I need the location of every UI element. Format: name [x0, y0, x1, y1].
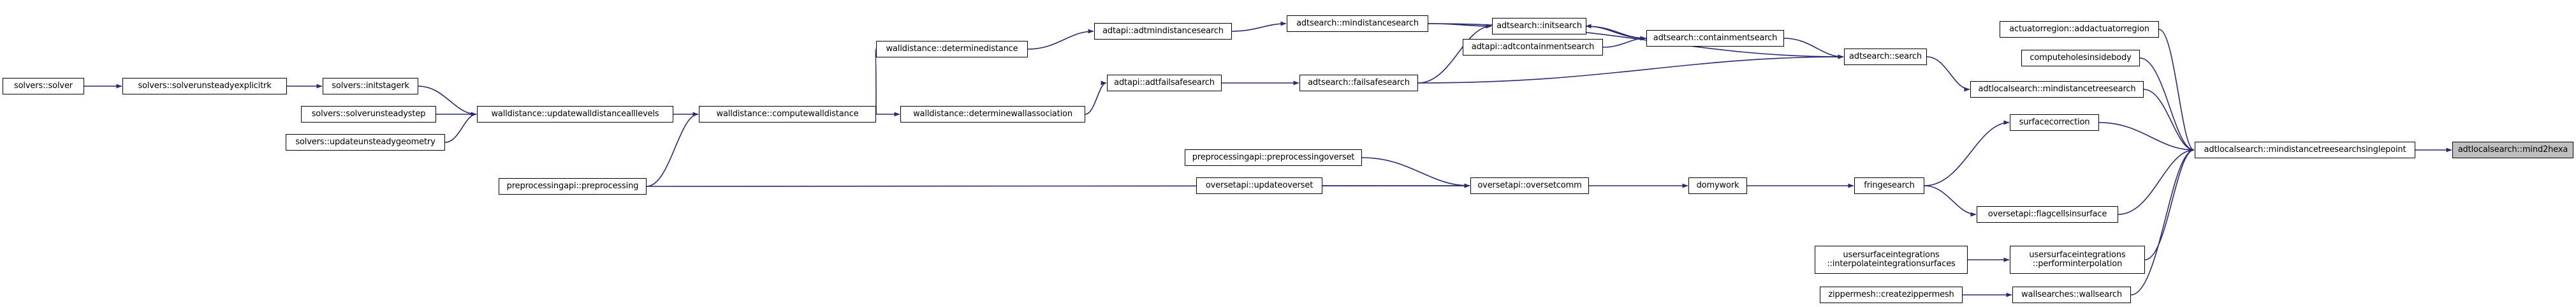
graph-node[interactable]: adtsearch::failsafesearch: [1299, 75, 1418, 91]
graph-edge: [2158, 29, 2195, 153]
graph-edge: [1585, 24, 1647, 39]
graph-edge: [2098, 122, 2195, 153]
graph-node[interactable]: solvers::solverunsteadyexplicitrk: [122, 78, 287, 94]
graph-node[interactable]: oversetapi::updateoverset: [1196, 177, 1322, 194]
graph-edge: [1783, 38, 1844, 59]
graph-node[interactable]: adtsearch::containmentsearch: [1646, 30, 1784, 47]
graph-edge: [1231, 21, 1287, 32]
graph-edge: [1926, 56, 1970, 92]
graph-edge: [418, 86, 477, 117]
graph-edge: [1924, 120, 2010, 186]
graph-node[interactable]: solvers::solverunsteadystep: [301, 106, 436, 123]
graph-node[interactable]: adtapi::adtmindistancesearch: [1094, 23, 1232, 40]
graph-node[interactable]: wallsearches::wallsearch: [2012, 287, 2131, 303]
graph-edge: [2144, 147, 2195, 260]
graph-edge: [875, 47, 881, 115]
graph-node[interactable]: preprocessingapi::preprocessing: [499, 178, 647, 195]
graph-edge: [444, 112, 477, 143]
graph-node[interactable]: adtapi::adtcontainmentsearch: [1463, 39, 1603, 56]
graph-node[interactable]: oversetapi::oversetcomm: [1470, 177, 1589, 194]
graph-node[interactable]: computeholesinsidebody: [2021, 50, 2140, 66]
graph-node[interactable]: solvers::updateunsteadygeometry: [286, 134, 445, 151]
graph-node[interactable]: adtsearch::initsearch: [1492, 18, 1586, 34]
graph-node[interactable]: usersurfaceintegrations ::performinterpo…: [2010, 246, 2145, 274]
graph-node[interactable]: fringesearch: [1854, 177, 1924, 194]
graph-edge: [1417, 54, 1844, 84]
graph-edge: [1924, 185, 1977, 217]
graph-node[interactable]: surfacecorrection: [2010, 114, 2099, 131]
graph-edge: [2143, 89, 2195, 153]
graph-node[interactable]: usersurfaceintegrations ::interpolateint…: [1815, 246, 1968, 274]
graph-node[interactable]: adtlocalsearch::mindistancetreesearch: [1970, 81, 2144, 98]
graph-edge: [646, 112, 699, 187]
graph-node[interactable]: solvers::initstagerk: [323, 78, 418, 94]
graph-edge: [1361, 157, 1470, 188]
graph-node[interactable]: walldistance::determinedistance: [876, 41, 1028, 57]
graph-node[interactable]: oversetapi::flagcellsinsurface: [1977, 206, 2118, 223]
graph-node[interactable]: adtapi::adtfailsafesearch: [1107, 75, 1222, 91]
graph-node[interactable]: adtsearch::search: [1844, 49, 1927, 65]
graph-node[interactable]: domywork: [1688, 177, 1747, 194]
graph-node[interactable]: adtlocalsearch::mindistancetreesearchsin…: [2195, 142, 2415, 158]
graph-node[interactable]: actuatorregion::addactuatorregion: [2000, 21, 2159, 38]
graph-node[interactable]: walldistance::computewalldistance: [699, 106, 876, 123]
graph-node[interactable]: walldistance::determinewallassociation: [900, 106, 1085, 123]
graph-edge: [1085, 80, 1107, 115]
graph-edge: [1417, 24, 1492, 84]
graph-node[interactable]: preprocessingapi::preprocessingoverset: [1185, 149, 1362, 166]
graph-edge: [1027, 29, 1094, 50]
graph-edge: [1602, 36, 1646, 48]
graph-edge: [2130, 147, 2195, 296]
graph-edge: [2139, 57, 2195, 153]
graph-node[interactable]: adtlocalsearch::mind2hexa: [2452, 142, 2573, 158]
graph-node[interactable]: solvers::solver: [3, 78, 84, 94]
graph-node[interactable]: zippermesh::createzippermesh: [1820, 287, 1963, 303]
graph-node[interactable]: adtsearch::mindistancesearch: [1287, 15, 1428, 32]
graph-node[interactable]: walldistance::updatewalldistancealllevel…: [477, 106, 673, 123]
graph-edge: [2118, 147, 2195, 215]
